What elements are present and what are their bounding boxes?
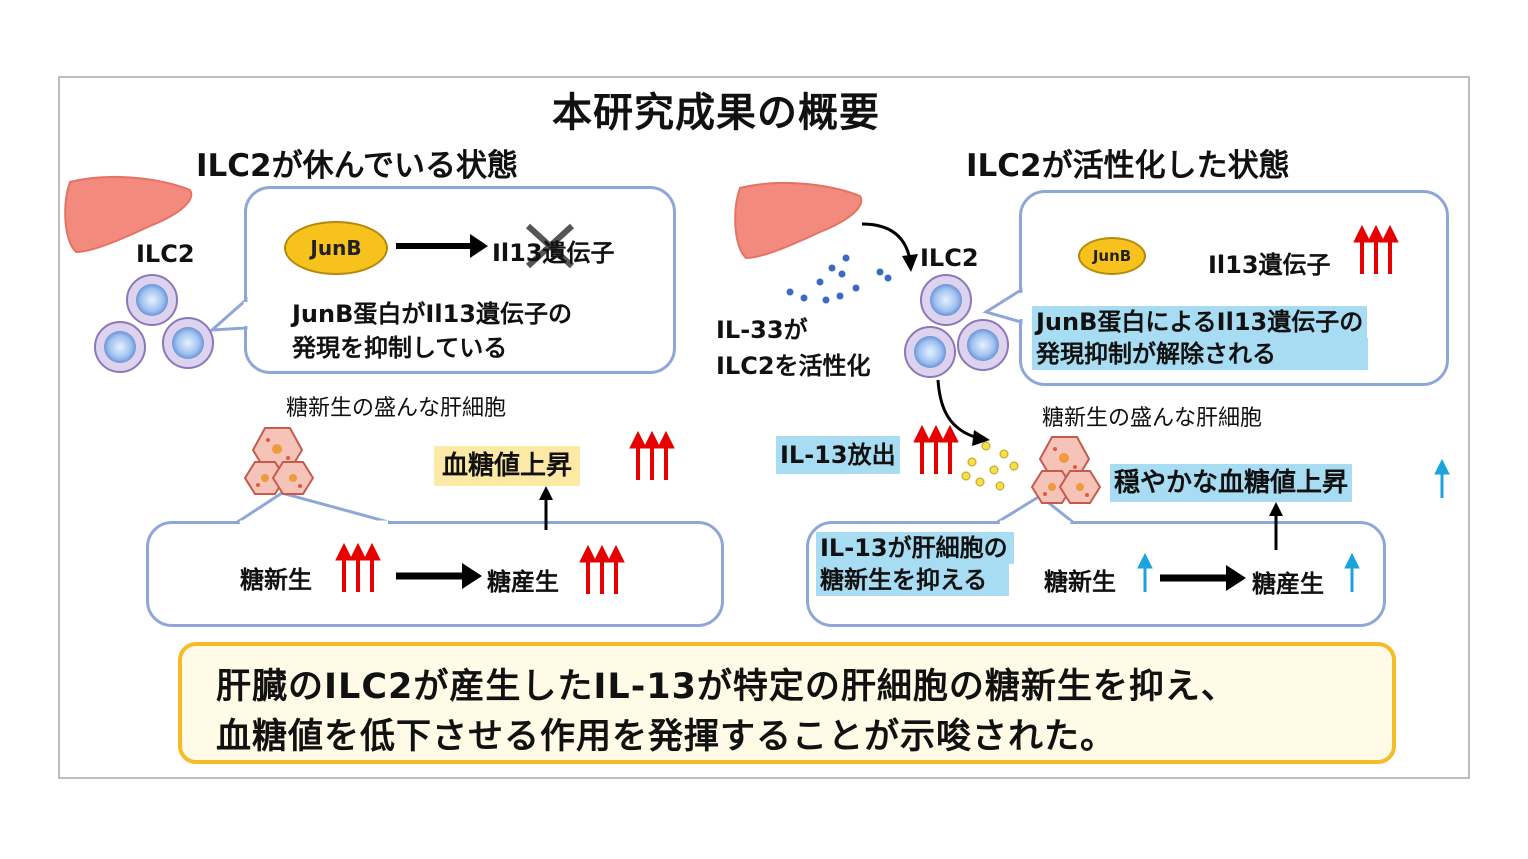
ilc2-label: ILC2: [136, 240, 195, 268]
il13-release-label: IL-13放出: [776, 436, 900, 474]
glucose-production-label: 糖産生: [487, 568, 559, 596]
right-heading: ILC2が活性化した状態: [966, 148, 1290, 184]
hepatocyte-icon: [1030, 436, 1102, 504]
mild-glucose-rise-label: 穏やかな血糖値上昇: [1110, 464, 1353, 502]
il33-dots: [786, 254, 892, 304]
il33-text-line2: ILC2を活性化: [716, 352, 871, 380]
suppress-text-line1: JunB蛋白がIl13遺伝子の: [292, 300, 572, 328]
release-text-line1: JunB蛋白によるIl13遺伝子の: [1032, 306, 1368, 338]
left-panel-tail: [235, 491, 393, 525]
right-bubble-tail: [982, 287, 1023, 324]
hepatocyte-icon: [243, 427, 315, 495]
liver-icon: [734, 181, 863, 260]
gene-label: Il13遺伝子: [492, 239, 615, 267]
blue-up-arrow-icon: [1434, 458, 1450, 498]
glucose-production-label: 糖産生: [1252, 570, 1324, 598]
junb-protein: JunB: [1078, 237, 1146, 275]
blue-up-arrow-icon: [1137, 552, 1153, 592]
il13-suppress-line2: 糖新生を抑える: [816, 564, 1010, 596]
blue-up-arrow-icon: [1344, 552, 1360, 592]
gluconeogenesis-label: 糖新生: [240, 566, 312, 594]
hepatocyte-label: 糖新生の盛んな肝細胞: [286, 396, 507, 421]
curved-arrow: [936, 379, 979, 440]
junb-protein: JunB: [284, 221, 388, 275]
conclusion-line1: 肝臓のILC2が産生したIL-13が特定の肝細胞の糖新生を抑え、: [216, 667, 1237, 707]
left-bubble-tail: [207, 296, 248, 332]
junb-label: JunB: [1092, 247, 1132, 265]
left-lower-panel: [146, 521, 724, 627]
hepatocyte-label: 糖新生の盛んな肝細胞: [1042, 406, 1263, 431]
junb-label: JunB: [310, 236, 362, 260]
glucose-rise-label: 血糖値上昇: [434, 446, 581, 486]
left-speech-bubble: [244, 186, 676, 374]
triple-up-arrow-icon: [1353, 224, 1399, 274]
figure-title: 本研究成果の概要: [552, 90, 880, 136]
conclusion-line2: 血糖値を低下させる作用を発揮することが示唆された。: [216, 717, 1117, 757]
ilc2-cell-cluster: [94, 274, 214, 373]
suppress-text-line2: 発現を抑制している: [292, 334, 508, 362]
curved-arrow: [861, 222, 912, 261]
triple-up-arrow-icon: [579, 544, 625, 594]
release-text-line2: 発現抑制が解除される: [1032, 338, 1368, 370]
il13-suppress-line1: IL-13が肝細胞の: [816, 532, 1014, 564]
triple-up-arrow-icon: [913, 424, 959, 474]
ilc2-cell-cluster: [904, 274, 1009, 378]
triple-up-arrow-icon: [335, 542, 381, 592]
conclusion-box: 肝臓のILC2が産生したIL-13が特定の肝細胞の糖新生を抑え、 血糖値を低下さ…: [178, 642, 1396, 764]
il33-text-line1: IL-33が: [716, 316, 808, 344]
gene-label: Il13遺伝子: [1208, 251, 1331, 279]
left-heading: ILC2が休んでいる状態: [196, 148, 519, 184]
cross-icon: [525, 223, 575, 269]
triple-up-arrow-icon: [629, 430, 675, 480]
ilc2-label: ILC2: [920, 244, 979, 272]
gluconeogenesis-label: 糖新生: [1044, 568, 1116, 596]
liver-icon: [64, 175, 193, 254]
il13-dots: [961, 441, 1019, 491]
